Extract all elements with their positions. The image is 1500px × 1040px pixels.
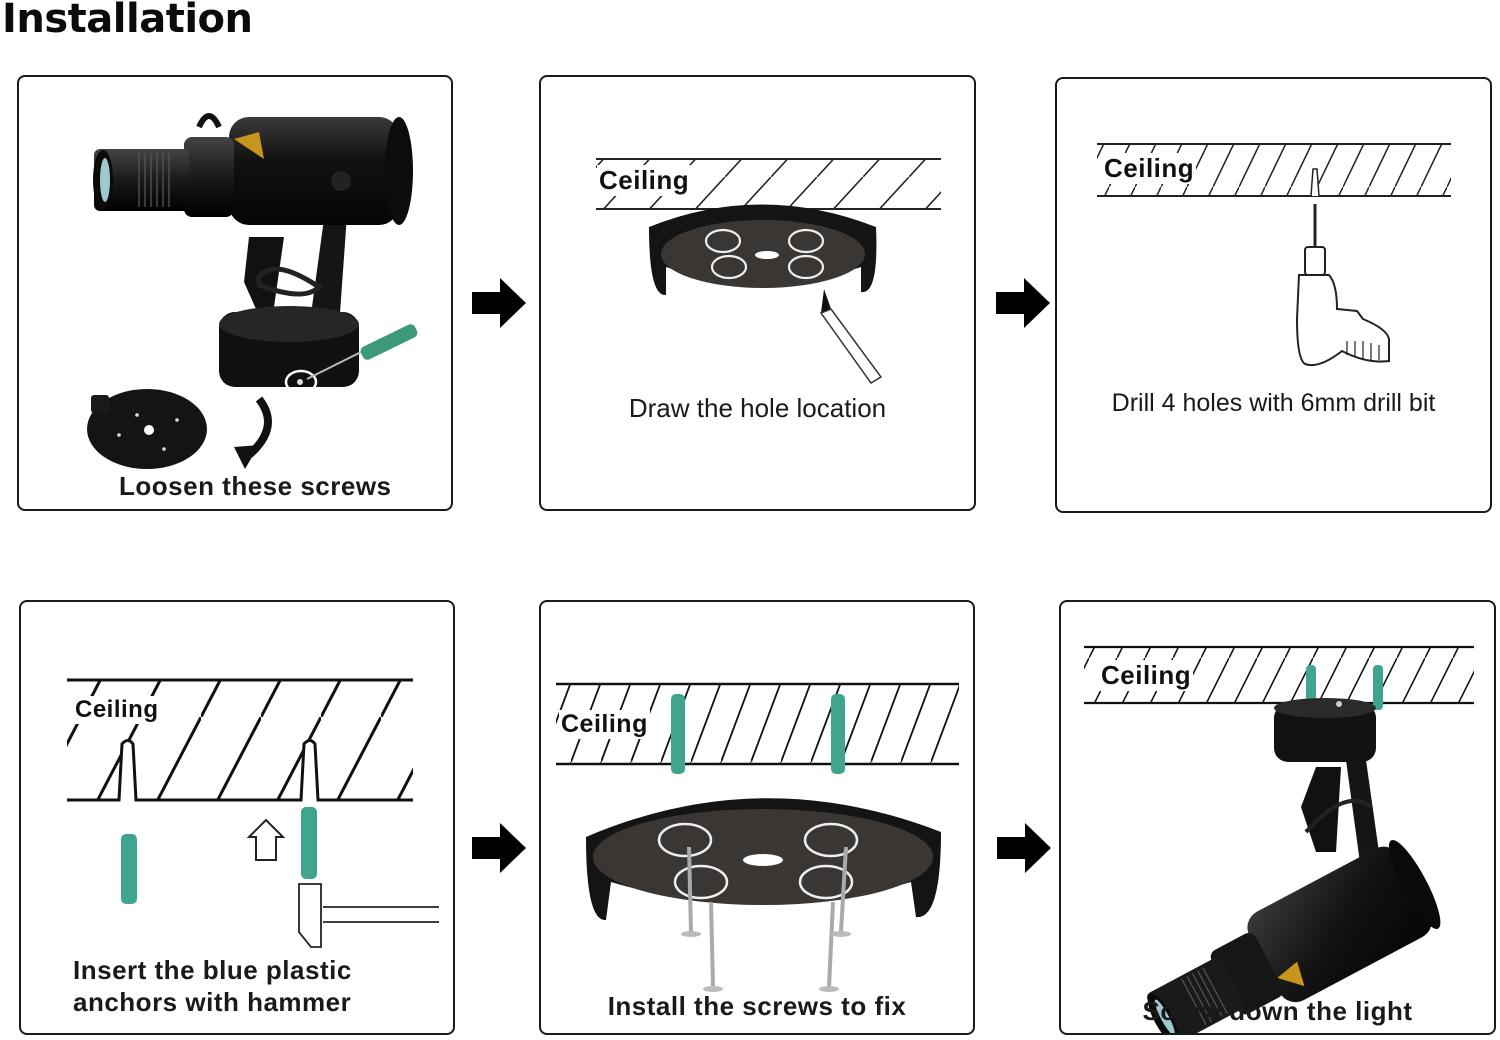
- drilled-hole: [1310, 168, 1320, 197]
- mounted-light-illustration: [1084, 645, 1474, 1033]
- drill-icon: [1295, 204, 1390, 367]
- plastic-anchor: [671, 694, 685, 774]
- lens-glass: [1154, 999, 1175, 1033]
- step-5-caption: Install the screws to fix: [607, 991, 907, 1021]
- step-1-panel: Loosen these screws: [17, 75, 453, 511]
- pencil-icon: [819, 289, 883, 384]
- mounting-plate: [586, 798, 941, 921]
- fixture-base: [219, 306, 359, 395]
- mounting-plate: [87, 389, 207, 469]
- up-arrow-icon: [246, 818, 286, 861]
- right-arrow-icon: [472, 823, 526, 873]
- install-screws-illustration: [556, 682, 959, 992]
- step-4-caption: Insert the blue plastic anchors with ham…: [73, 954, 453, 1018]
- right-arrow-icon: [472, 278, 526, 328]
- draw-hole-illustration: [596, 158, 941, 384]
- plastic-anchor: [831, 694, 845, 774]
- ceiling-label: Ceiling: [559, 710, 650, 739]
- curved-arrow-icon: [234, 396, 272, 469]
- ceiling-label: Ceiling: [73, 696, 161, 724]
- plastic-anchor: [121, 834, 137, 904]
- projector-body: [93, 113, 413, 225]
- drill-illustration: [1097, 143, 1451, 367]
- page-title: Installation: [2, 0, 253, 42]
- spotlight-fixture-illustration: [87, 113, 418, 469]
- ceiling-label: Ceiling: [1099, 660, 1194, 691]
- plastic-anchor: [1373, 665, 1383, 710]
- screw-icon: [687, 846, 848, 988]
- step-2-panel: Ceiling Draw the hole location: [539, 75, 976, 511]
- step-3-panel: Ceiling Drill 4 holes with 6mm drill bit: [1055, 77, 1492, 513]
- ceiling-label: Ceiling: [597, 165, 692, 196]
- step-1-caption: Loosen these screws: [119, 471, 392, 501]
- projector-body: [1147, 839, 1441, 1033]
- step-6-caption: Screw down the light: [1142, 996, 1413, 1026]
- step-5-panel: Ceiling Install the screws to fix: [539, 600, 975, 1035]
- mounting-plate: [649, 204, 877, 296]
- right-arrow-icon: [996, 278, 1050, 328]
- right-arrow-icon: [997, 823, 1051, 873]
- plastic-anchor: [301, 807, 317, 879]
- fixture-base: [1274, 698, 1376, 762]
- screw-highlight-circle: [284, 369, 318, 395]
- screwdriver-icon: [306, 324, 418, 380]
- step-2-caption: Draw the hole location: [628, 393, 887, 423]
- step-6-panel: Ceiling Screw down the light: [1059, 600, 1496, 1035]
- caption-line: anchors with hammer: [73, 987, 352, 1017]
- step-3-caption: Drill 4 holes with 6mm drill bit: [1111, 389, 1436, 417]
- lens-glass: [100, 158, 110, 202]
- hammer-icon: [298, 883, 439, 948]
- ceiling-label: Ceiling: [1102, 153, 1197, 184]
- caption-line: Insert the blue plastic: [73, 955, 352, 985]
- step-4-panel: Ceiling Insert the blue plastic anchors …: [19, 600, 455, 1035]
